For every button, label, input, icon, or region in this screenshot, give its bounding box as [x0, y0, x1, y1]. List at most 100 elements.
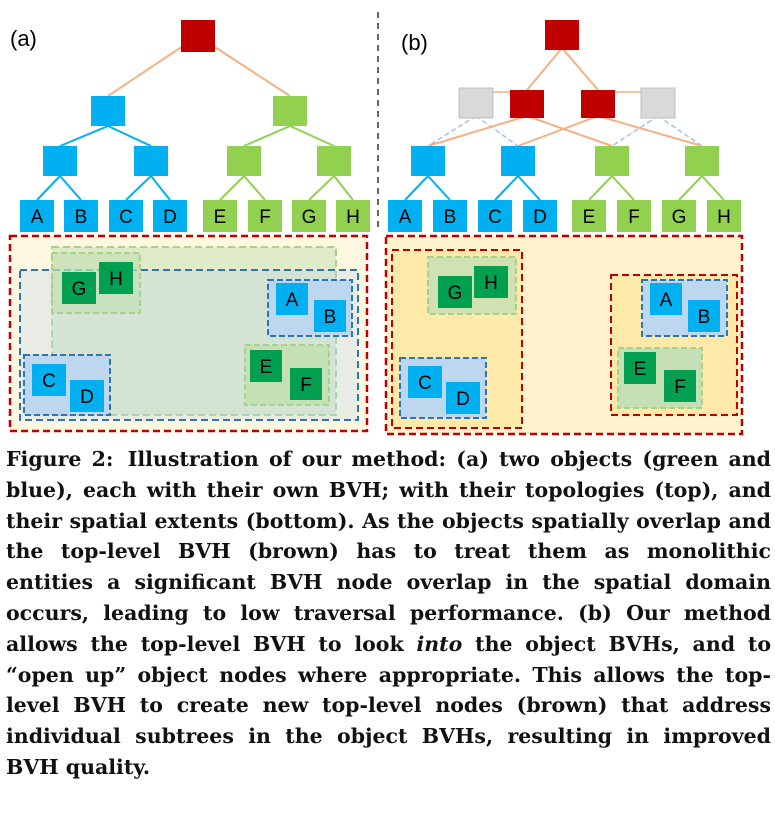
leaf-label: B — [444, 207, 457, 228]
figure-caption-text-1: Illustration of our method: (a) two obje… — [6, 447, 771, 656]
object-e — [250, 350, 282, 382]
leaf-label: E — [583, 207, 596, 228]
object-label-b: B — [324, 307, 337, 328]
edge — [427, 115, 477, 147]
object-label-c: C — [418, 373, 432, 394]
panel-label-a: (a) — [10, 26, 37, 51]
object-label-f: F — [300, 375, 312, 396]
object-label-a: A — [286, 290, 299, 311]
object-b — [688, 300, 720, 332]
object-b — [314, 300, 346, 332]
edge — [678, 175, 703, 201]
panel-b-spatial: G H C D A B E F — [384, 234, 744, 436]
edge — [588, 175, 613, 201]
object-h — [474, 266, 508, 298]
leaf-node — [64, 200, 98, 232]
leaf-label: D — [163, 207, 177, 228]
object-label-d: D — [80, 387, 94, 408]
figure-caption: Figure 2: Illustration of our method: (a… — [6, 444, 771, 783]
leaf-label: A — [399, 207, 412, 228]
object-d — [70, 380, 104, 412]
leaf-label: E — [214, 207, 227, 228]
leaf-label: A — [31, 207, 44, 228]
edge — [657, 115, 703, 147]
blue-inner-node — [134, 146, 168, 176]
leaf-label: D — [533, 207, 547, 228]
leaf-node — [292, 200, 326, 232]
edge — [107, 125, 152, 147]
edge — [611, 175, 635, 201]
panel-a-tree: A B C D E F G H — [20, 20, 370, 232]
edge — [36, 175, 61, 201]
leaf-node — [388, 200, 422, 232]
blue-inner-node — [501, 146, 535, 176]
edge — [517, 115, 599, 147]
leaf-node — [203, 200, 237, 232]
edge — [517, 175, 541, 201]
edge — [289, 125, 335, 147]
edge — [243, 175, 266, 201]
object-label-a: A — [660, 290, 673, 311]
edge — [597, 115, 703, 147]
object-label-h: H — [109, 269, 123, 290]
object-f — [290, 368, 322, 400]
object-label-d: D — [456, 389, 470, 410]
edge — [308, 175, 335, 201]
panel-b-tree: A B C D E F G H — [388, 20, 741, 232]
object-label-g: G — [448, 283, 463, 304]
edge — [59, 125, 109, 147]
green-inner-node — [595, 146, 629, 176]
leaf-node — [336, 200, 370, 232]
object-g — [438, 276, 472, 308]
edge — [125, 175, 152, 201]
edge — [526, 115, 613, 147]
blue-bvh-root-node — [91, 96, 125, 126]
leaf-label: G — [302, 207, 317, 228]
leaf-label: H — [717, 207, 731, 228]
panel-label-b: (b) — [401, 30, 428, 55]
leaf-node — [662, 200, 696, 232]
leaf-label: G — [672, 207, 687, 228]
bvh-illustration: (a) (b) — [8, 12, 744, 436]
leaf-label: H — [346, 207, 360, 228]
figure-caption-emphasis: into — [416, 631, 463, 656]
edge — [243, 125, 291, 147]
leaf-node — [109, 200, 143, 232]
blue-inner-node — [43, 146, 77, 176]
object-label-e: E — [634, 359, 647, 380]
edge — [219, 175, 245, 201]
object-h — [99, 262, 133, 294]
edge — [150, 175, 171, 201]
object-d — [446, 382, 480, 414]
object-g — [62, 272, 96, 304]
leaf-label: F — [628, 207, 640, 228]
green-inner-node — [685, 146, 719, 176]
leaf-node — [153, 200, 187, 232]
leaf-label: B — [75, 207, 88, 228]
top-level-root-node — [181, 20, 215, 52]
leaf-node — [433, 200, 467, 232]
edge — [333, 175, 354, 201]
leaf-node — [707, 200, 741, 232]
edge — [494, 175, 519, 201]
object-c — [32, 364, 66, 396]
edge — [59, 175, 82, 201]
object-label-c: C — [42, 371, 56, 392]
object-label-g: G — [72, 279, 87, 300]
leaf-node — [478, 200, 512, 232]
edge — [427, 115, 528, 147]
green-inner-node — [227, 146, 261, 176]
edge — [526, 47, 563, 91]
top-level-root-node — [545, 20, 579, 50]
object-label-f: F — [674, 377, 686, 398]
object-e — [624, 352, 656, 384]
leaf-node — [248, 200, 282, 232]
object-c — [408, 366, 442, 398]
leaf-node — [20, 200, 54, 232]
green-inner-node — [317, 146, 351, 176]
edge — [701, 175, 725, 201]
edge — [561, 47, 599, 91]
leaf-label: C — [488, 207, 502, 228]
figure-caption-label: Figure 2: — [6, 447, 114, 471]
edge — [404, 175, 429, 201]
